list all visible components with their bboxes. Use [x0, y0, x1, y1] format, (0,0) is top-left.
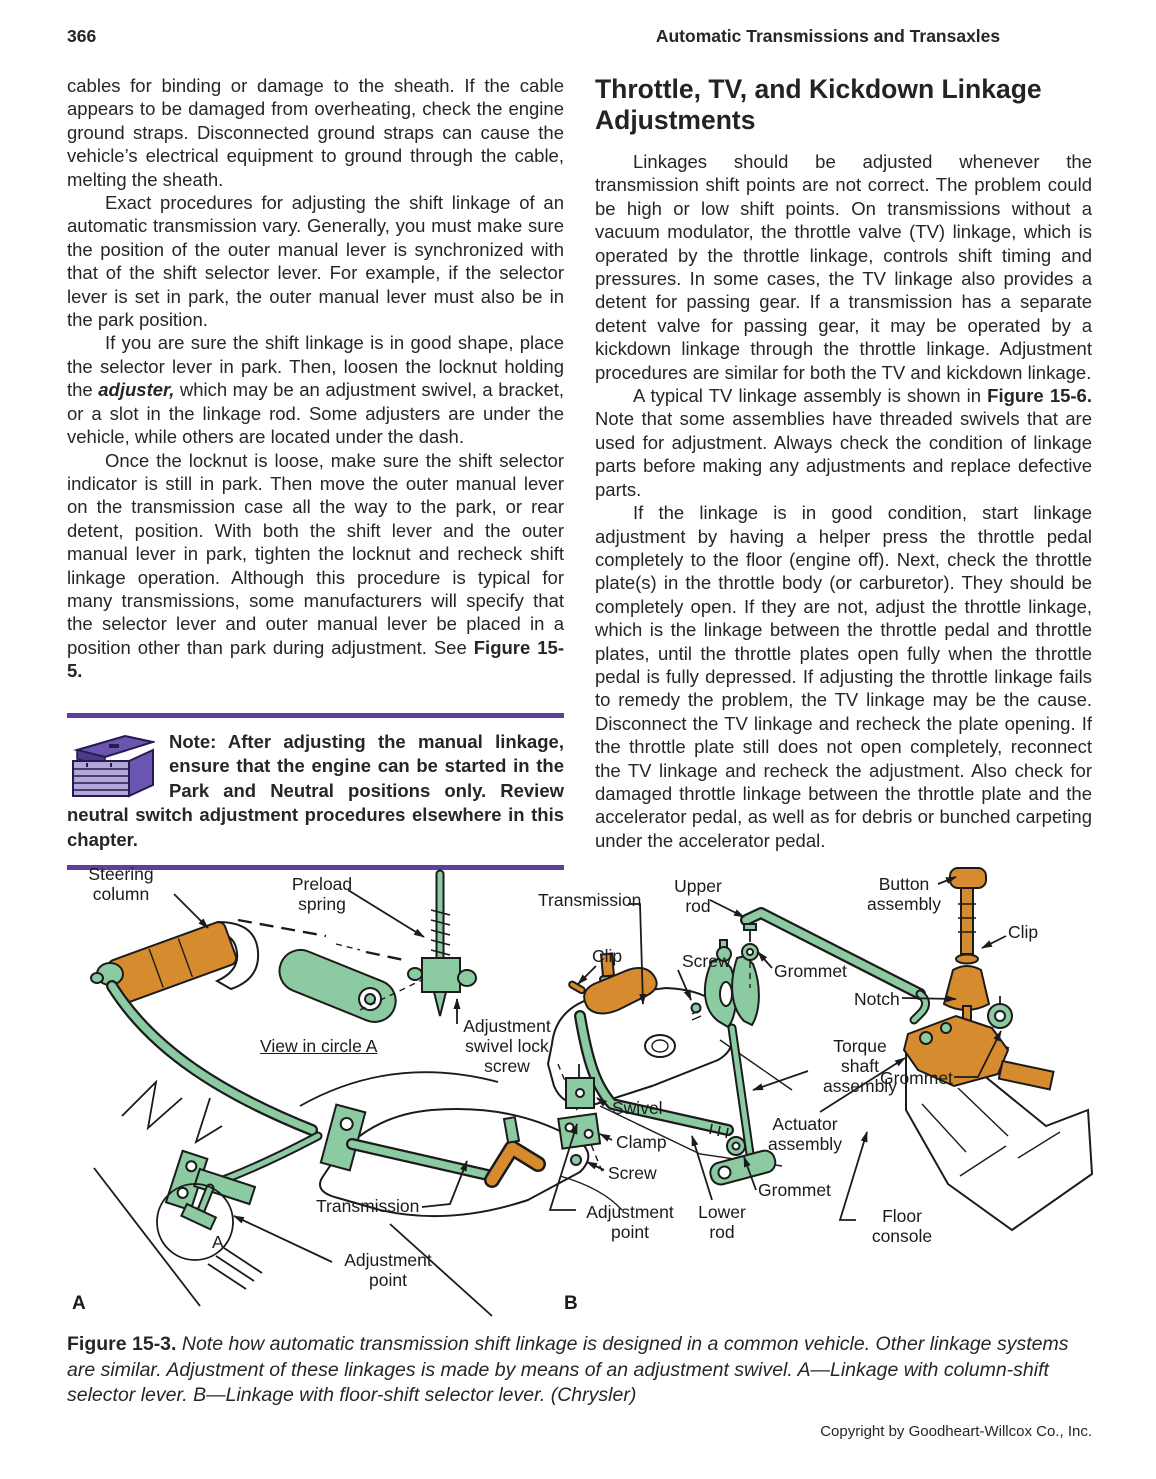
figure-caption-body: Note how automatic transmission shift li…: [67, 1333, 1069, 1406]
left-column: cables for binding or damage to the shea…: [67, 74, 564, 870]
label-clip-right: Clip: [1008, 922, 1039, 942]
panel-letter-a: A: [72, 1293, 86, 1314]
paragraph: Once the locknut is loose, make sure the…: [67, 449, 564, 683]
figure-15-3: .ln{stroke:#1b1b1b;stroke-width:1.8;fill…: [60, 858, 1100, 1324]
label-screw-bottom: Screw: [608, 1163, 657, 1183]
label-grommet-bottom: Grommet: [758, 1180, 831, 1200]
label-view-in-circle-a: View in circle A: [260, 1036, 378, 1056]
paragraph: Exact procedures for adjusting the shift…: [67, 192, 564, 331]
label-screw-top: Screw: [682, 951, 731, 971]
paragraph: A typical TV linkage assembly is shown i…: [595, 384, 1092, 501]
paragraph: Linkages should be adjusted whenever the…: [595, 151, 1092, 383]
label-notch: Notch: [854, 989, 900, 1009]
paragraph: If the linkage is in good condition, sta…: [595, 502, 1092, 851]
right-column: Throttle, TV, and Kickdown Linkage Adjus…: [595, 74, 1092, 851]
label-transmission-b: Transmission: [538, 890, 642, 910]
paragraph-text: If you are sure the shift linkage is in …: [67, 332, 564, 401]
label-grommet-top: Grommet: [774, 961, 847, 981]
paragraph-text: A typical TV linkage assembly is shown i…: [633, 385, 988, 407]
label-adjustment-point-b: Adjustment point: [586, 1202, 674, 1242]
label-transmission-a: Transmission: [316, 1196, 420, 1216]
paragraph-text: Note that some assemblies have threaded …: [595, 408, 1092, 500]
textbook-page: 366 Automatic Transmissions and Transaxl…: [60, 26, 1100, 1440]
paragraph-text: which may be an adjustment swivel, a bra…: [67, 379, 565, 448]
label-torque-shaft-assembly: Torque shaft assembly: [823, 1036, 897, 1096]
label-adjustment-point-a: Adjustment point: [344, 1250, 432, 1290]
label-adjustment-swivel-lock-screw: Adjustment swivel lock screw: [463, 1016, 551, 1076]
figure-caption: Figure 15-3. Note how automatic transmis…: [67, 1332, 1092, 1409]
paragraph: cables for binding or damage to the shea…: [67, 75, 564, 190]
label-clip-left: Clip: [592, 946, 623, 966]
label-actuator-assembly: Actuator assembly: [768, 1114, 842, 1154]
paragraph-text: Once the locknut is loose, make sure the…: [67, 449, 564, 658]
label-upper-rod: Upper rod: [674, 876, 722, 916]
page-header: 366 Automatic Transmissions and Transaxl…: [67, 26, 1092, 48]
label-steering-column: Steering column: [88, 864, 154, 904]
section-heading: Throttle, TV, and Kickdown Linkage Adjus…: [595, 74, 1042, 135]
paragraph: If you are sure the shift linkage is in …: [67, 331, 564, 448]
running-head-title: Automatic Transmissions and Transaxles: [655, 26, 1001, 46]
panel-letter-b: B: [564, 1293, 578, 1314]
figure-reference: Figure 15-5.: [67, 636, 564, 682]
label-swivel: Swivel: [612, 1098, 663, 1118]
label-floor-console: Floor console: [871, 1206, 933, 1246]
label-button-assembly: Button assembly: [867, 874, 941, 914]
note-box: Note: After adjusting the manual linkage…: [67, 712, 564, 870]
figure-caption-lead: Figure 15-3.: [67, 1333, 177, 1355]
copyright-line: Copyright by Goodheart-Willcox Co., Inc.: [820, 1422, 1092, 1440]
toolbox-icon: [72, 734, 155, 798]
label-clamp: Clamp: [616, 1132, 667, 1152]
label-grommet-right: Grommet: [880, 1068, 953, 1088]
page-number: 366: [67, 26, 97, 46]
circle-a-letter: A: [212, 1232, 224, 1252]
label-lower-rod: Lower rod: [698, 1202, 746, 1242]
figure-reference: Figure 15-6.: [987, 385, 1092, 407]
note-text: Note: After adjusting the manual linkage…: [67, 730, 564, 850]
figure-illustration: .ln{stroke:#1b1b1b;stroke-width:1.8;fill…: [90, 867, 1094, 1317]
label-preload-spring: Preload spring: [291, 874, 353, 914]
bold-term: adjuster,: [98, 379, 175, 401]
body-columns: cables for binding or damage to the shea…: [67, 74, 1092, 870]
